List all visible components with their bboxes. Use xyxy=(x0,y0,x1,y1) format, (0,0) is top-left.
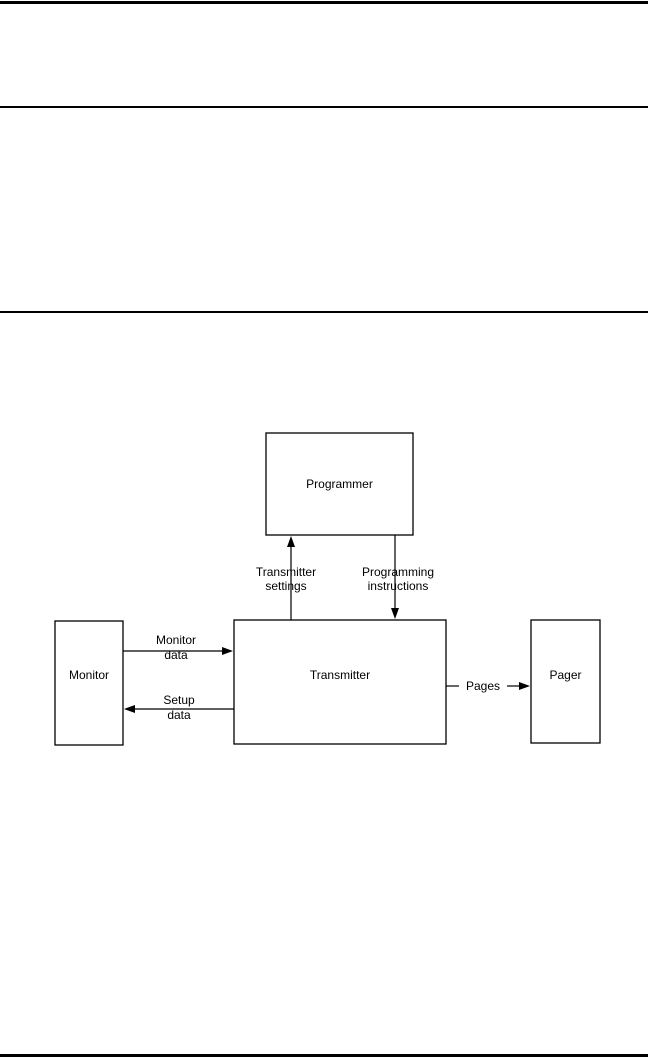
setup-data-label-line-2: data xyxy=(167,708,191,722)
edge-monitor-data: Monitor data xyxy=(123,633,233,662)
edge-pages: Pages xyxy=(446,679,530,693)
transmitter-label: Transmitter xyxy=(310,668,370,682)
section-rule-1 xyxy=(0,106,648,108)
edge-programming-instructions: Programming instructions xyxy=(362,535,434,619)
monitor-data-label-line-2: data xyxy=(164,648,188,662)
pager-label: Pager xyxy=(549,668,581,682)
programming-instructions-label-line-2: instructions xyxy=(368,579,429,593)
pages-label: Pages xyxy=(466,679,500,693)
edge-setup-data: Setup data xyxy=(124,693,234,722)
transmitter-box xyxy=(233,619,447,745)
transmitter-settings-label-line-2: settings xyxy=(265,579,306,593)
section-rule-2 xyxy=(0,311,648,313)
monitor-node: Monitor xyxy=(54,620,124,746)
programming-instructions-arrowhead xyxy=(391,608,399,619)
monitor-data-arrowhead xyxy=(222,647,233,655)
transmitter-settings-label-line-1: Transmitter xyxy=(256,565,316,579)
setup-data-label-line-1: Setup xyxy=(163,693,195,707)
programmer-node: Programmer xyxy=(265,432,414,536)
edge-transmitter-settings: Transmitter settings xyxy=(256,536,316,620)
setup-data-arrowhead xyxy=(124,705,135,713)
transmitter-node: Transmitter xyxy=(233,619,447,745)
bottom-rule xyxy=(0,1054,648,1057)
monitor-label: Monitor xyxy=(69,668,109,682)
pager-box xyxy=(530,619,601,744)
pages-arrowhead xyxy=(519,682,530,690)
top-rule xyxy=(0,1,648,4)
programmer-label: Programmer xyxy=(306,477,373,491)
programmer-box xyxy=(265,432,414,536)
transmitter-settings-arrowhead xyxy=(287,536,295,547)
programming-instructions-label-line-1: Programming xyxy=(362,565,434,579)
pager-node: Pager xyxy=(530,619,601,744)
monitor-data-label-line-1: Monitor xyxy=(156,633,196,647)
monitor-box xyxy=(54,620,124,746)
